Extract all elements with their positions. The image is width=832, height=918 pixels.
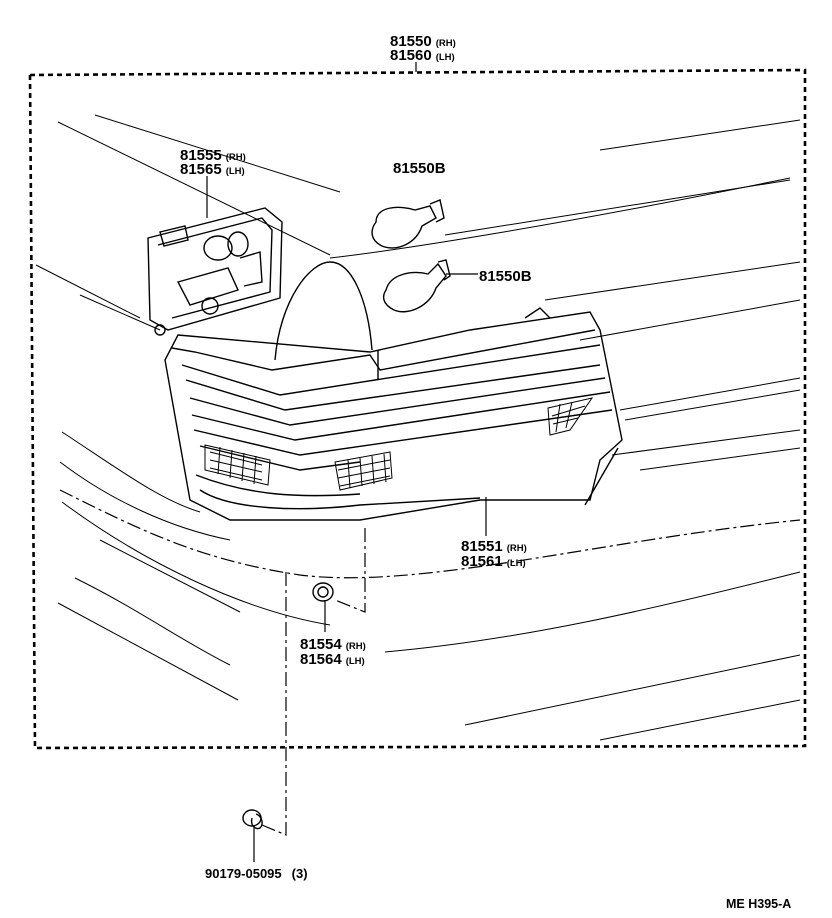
svg-text:81565(LH): 81565 (LH): [180, 161, 245, 178]
bulb-mid-label: 81550B: [479, 268, 532, 285]
leader-lines: [206, 62, 487, 862]
socket-lh-label: 81565: [180, 161, 222, 178]
lamp-assy-rh-label: 81550: [390, 33, 432, 50]
bulb-top: [371, 199, 445, 249]
lamp-assy-lh-tag: (LH): [436, 52, 455, 63]
screw-part: [242, 809, 263, 830]
nut-rh-label: 81554: [300, 636, 342, 653]
assembly-guides: [261, 528, 366, 836]
socket-rh-tag: (RH): [226, 152, 246, 163]
svg-text:81550(RH): 81550 (RH): [390, 33, 456, 50]
lamp-lens: [164, 261, 623, 521]
screw-qty: (3): [292, 866, 308, 881]
svg-text:81560(LH): 81560 (LH): [390, 47, 455, 64]
svg-text:81554(RH): 81554 (RH): [300, 636, 366, 653]
svg-text:90179-05095(3): 90179-05095 (3): [205, 866, 308, 881]
lens-lh-tag: (LH): [507, 558, 526, 569]
svg-text:81555(RH): 81555 (RH): [180, 147, 246, 164]
socket-rh-label: 81555: [180, 147, 222, 164]
lens-nut: [312, 582, 334, 602]
bulb-top-label: 81550B: [393, 160, 446, 177]
bulb-mid: [382, 259, 451, 313]
bulb-socket: [147, 207, 283, 336]
body-outline: [35, 114, 801, 741]
nut-lh-label: 81564: [300, 651, 342, 668]
svg-text:81561(LH): 81561 (LH): [461, 553, 526, 570]
lens-lh-label: 81561: [461, 553, 503, 570]
svg-text:81564(LH): 81564 (LH): [300, 651, 365, 668]
lamp-assy-rh-tag: (RH): [436, 38, 456, 49]
lamp-assy-lh-label: 81560: [390, 47, 432, 64]
assembly-boundary: [28, 68, 807, 750]
socket-lh-tag: (LH): [226, 166, 245, 177]
screw-label: 90179-05095: [205, 866, 282, 881]
svg-text:81551(RH): 81551 (RH): [461, 538, 527, 555]
lens-rh-tag: (RH): [507, 543, 527, 554]
drawing-reference: ME H395-A: [726, 897, 791, 911]
nut-rh-tag: (RH): [346, 641, 366, 652]
lens-rh-label: 81551: [461, 538, 503, 555]
nut-lh-tag: (LH): [346, 656, 365, 667]
